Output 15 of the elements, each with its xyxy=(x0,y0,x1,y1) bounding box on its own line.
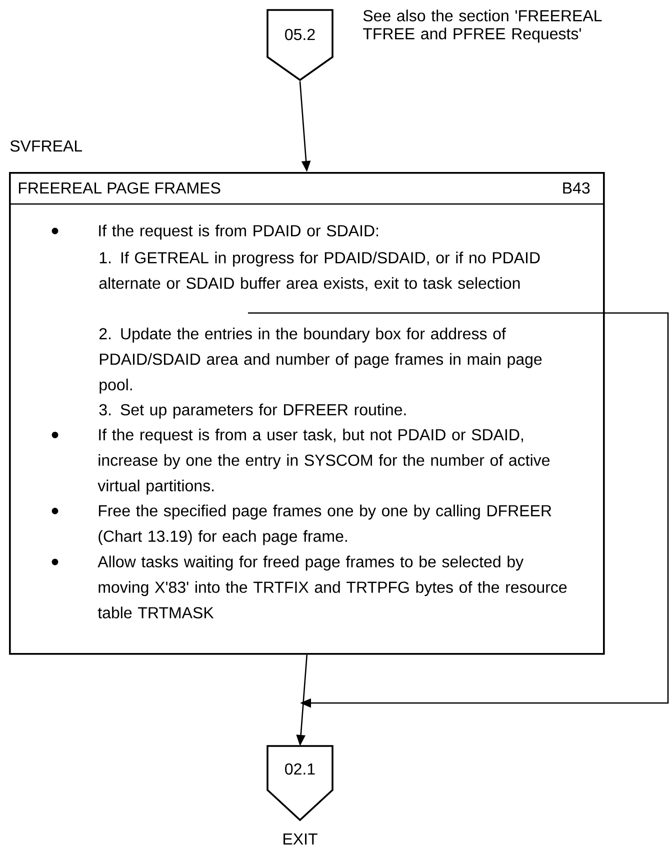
note-text: See also the section 'FREEREAL TFREE and PFREE Requests' xyxy=(363,10,602,43)
step-text: 1. If GETREAL in progress for PDAID/SDAID, or if no PDAID alternate or SDAID buffer area exists, exit to task selection xyxy=(99,252,540,291)
body-text: If the request is from a user task, but not PDAID or SDAID, increase by one the entry in SYSCOM for the number of active virtual partitions. xyxy=(98,428,550,495)
body-text: Free the specified page frames one by one by calling DFREER (Chart 13.19) for each page frame. xyxy=(98,504,552,546)
chart-id: B43 xyxy=(563,182,590,194)
body-text: If the request is from PDAID or SDAID: xyxy=(99,224,378,240)
box-heading: FREEREAL PAGE FRAMES xyxy=(18,182,220,194)
step-text: 3. Set up parameters for DFREER routine. xyxy=(99,404,406,419)
routine-name: SVFREAL xyxy=(10,140,82,152)
arrow xyxy=(248,312,669,708)
offpage-connector: 02.1 xyxy=(266,745,334,822)
offpage-connector: 05.2 xyxy=(266,9,334,82)
body-text: Allow tasks waiting for freed page frames to be selected by moving X'83' into the TRTFIX and TRTPFG bytes of the resource table TRTMASK xyxy=(98,556,567,618)
exit-label: EXIT xyxy=(284,834,318,844)
step-text: 2. Update the entries in the boundary box for address of PDAID/SDAID area and number of page frames in main page pool. xyxy=(99,328,542,394)
